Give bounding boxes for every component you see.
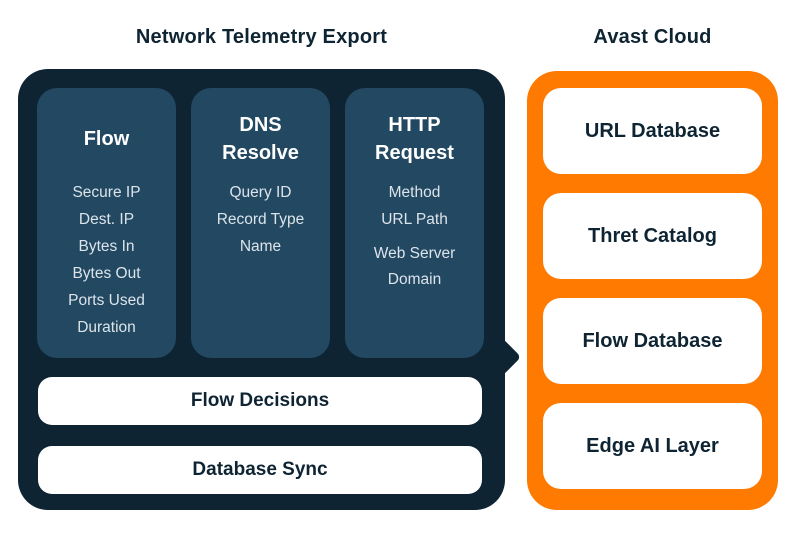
list-item: Method (388, 184, 441, 201)
list-item: Name (239, 238, 282, 255)
threat-catalog-card: Thret Catalog (543, 193, 762, 279)
list-item: Bytes In (78, 238, 135, 255)
url-database-label: URL Database (584, 119, 721, 142)
list-item: Ports Used (68, 292, 145, 309)
list-item: Record Type (216, 211, 305, 228)
flow-column-list: Secure IP Dest. IP Bytes In Bytes Out Po… (37, 179, 176, 341)
threat-catalog-label: Thret Catalog (588, 224, 717, 247)
list-item: Bytes Out (72, 265, 141, 282)
dns-resolve-column-heading: DNS Resolve (222, 114, 299, 164)
flow-database-label: Flow Database (582, 329, 723, 352)
flow-database-card: Flow Database (543, 298, 762, 384)
connector-arrow-icon (478, 335, 522, 379)
list-item: Dest. IP (78, 211, 135, 228)
edge-ai-layer-label: Edge AI Layer (586, 434, 719, 457)
flow-decisions-bar: Flow Decisions (38, 377, 482, 425)
database-sync-label: Database Sync (192, 459, 328, 480)
flow-decisions-label: Flow Decisions (190, 390, 330, 411)
telemetry-panel: Flow Secure IP Dest. IP Bytes In Bytes O… (18, 69, 522, 510)
list-item: Web Server Domain (373, 245, 456, 288)
flow-column: Flow Secure IP Dest. IP Bytes In Bytes O… (37, 88, 176, 358)
database-sync-bar: Database Sync (38, 446, 482, 494)
avast-cloud-panel: URL Database Thret Catalog Flow Database… (527, 71, 778, 510)
list-item: Secure IP (72, 184, 141, 201)
http-request-column-list: Method URL Path Web Server Domain (345, 179, 484, 293)
telemetry-columns: Flow Secure IP Dest. IP Bytes In Bytes O… (37, 88, 484, 358)
list-item: URL Path (381, 211, 448, 228)
left-panel-title: Network Telemetry Export (135, 26, 388, 48)
url-database-card: URL Database (543, 88, 762, 174)
list-item: Query ID (229, 184, 292, 201)
right-panel-title: Avast Cloud (593, 26, 712, 48)
dns-resolve-column-list: Query ID Record Type Name (191, 179, 330, 260)
dns-resolve-column: DNS Resolve Query ID Record Type Name (191, 88, 330, 358)
http-request-column-heading: HTTP Request (375, 114, 454, 164)
http-request-column: HTTP Request Method URL Path Web Server … (345, 88, 484, 358)
list-item: Duration (77, 319, 136, 336)
edge-ai-layer-card: Edge AI Layer (543, 403, 762, 489)
flow-column-heading: Flow (83, 128, 130, 150)
